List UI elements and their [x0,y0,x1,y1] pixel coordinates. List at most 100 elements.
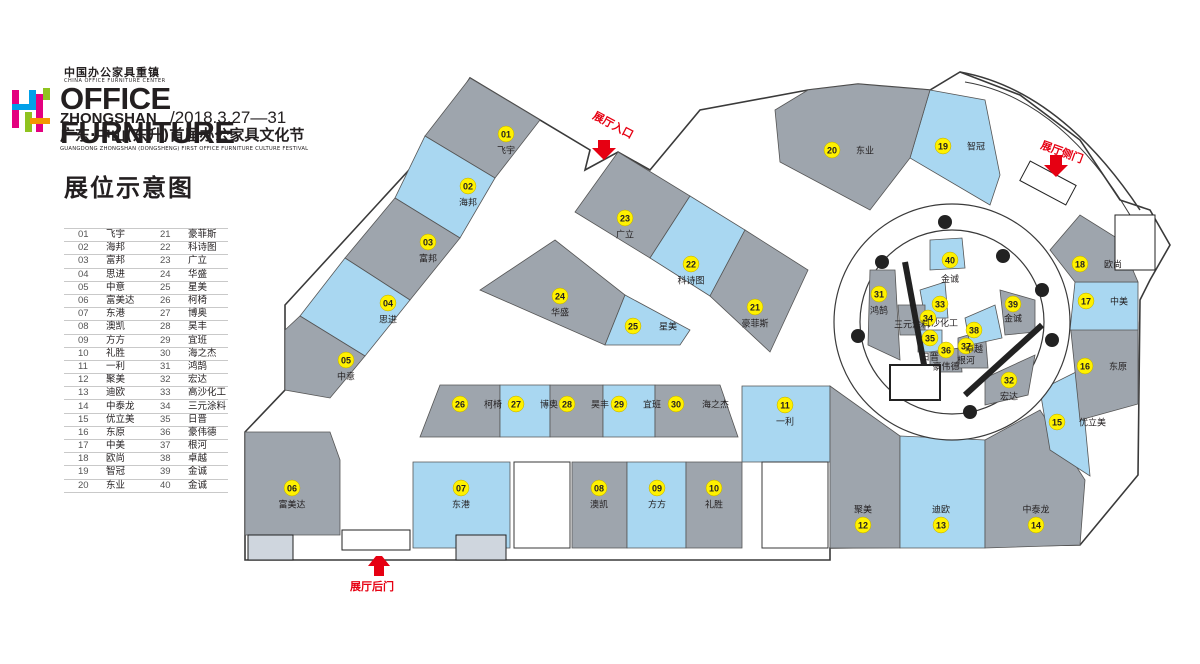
booth-badge[interactable] [919,309,937,327]
booth-05-shape [284,315,366,399]
booth-badge[interactable] [1071,255,1089,273]
booth-name: 飞宇 [497,145,515,157]
booth-number: 10 [709,484,719,494]
booth-badge[interactable] [283,479,301,497]
booth-name: 科诗图 [677,275,704,287]
booth-badge[interactable] [459,177,477,195]
booth-badge[interactable] [1027,516,1045,534]
booth-number: 19 [938,142,948,152]
booth-badge[interactable] [854,516,872,534]
booth-badge[interactable] [451,395,469,413]
booth-number: 03 [423,238,433,248]
booth-name: 中泰龙 [1022,504,1049,516]
booth-number: 12 [858,521,868,531]
legend-name: 澳凯 [106,320,146,335]
booth-20-shape [774,83,931,211]
legend-name: 欧尚 [106,452,146,467]
legend-name: 宜班 [188,334,228,348]
booth-name: 中美 [1110,296,1128,308]
booth-name: 中意 [337,371,355,383]
booth-number: 14 [1031,521,1041,531]
booth-badge[interactable] [931,295,949,313]
booth-badge[interactable] [957,337,975,355]
legend-name: 柯椅 [188,294,228,309]
page-title: OFFICE FURNITURE [60,81,235,150]
booth-badge[interactable] [616,209,634,227]
booth-badge[interactable] [965,321,983,339]
booth-badge[interactable] [379,294,397,312]
booth-badge[interactable] [624,317,642,335]
legend-number: 20 [64,479,106,493]
legend-number: 11 [64,360,106,375]
booth-badge[interactable] [746,298,764,316]
booth-name: 宜班 [643,399,661,411]
booth-badge[interactable] [452,479,470,497]
legend-name: 根河 [188,439,228,454]
central-rotunda [833,203,1071,441]
booth-badge[interactable] [705,479,723,497]
booth-number: 13 [936,521,946,531]
booth-badge[interactable] [667,395,685,413]
legend-name: 金诚 [188,465,228,480]
legend-name: 飞宇 [106,227,146,243]
booth-number: 07 [456,484,466,494]
booth-number: 17 [1081,297,1091,307]
booth-number: 33 [935,300,945,310]
main-entrance-arrow-icon [592,140,616,160]
booth-badge[interactable] [870,285,888,303]
booth-badge[interactable] [776,396,794,414]
booth-badge[interactable] [937,341,955,359]
center-en: CHINA OFFICE FURNITURE CENTER [64,78,166,84]
legend-name: 金诚 [188,479,228,493]
legend-number: 12 [64,373,106,388]
booth-badge[interactable] [648,479,666,497]
booth-number: 18 [1075,260,1085,270]
legend-number: 23 [146,254,188,269]
booth-badge[interactable] [497,125,515,143]
booth-number: 30 [671,400,681,410]
booth-number: 21 [750,303,760,313]
booth-badge[interactable] [1077,292,1095,310]
booth-badge[interactable] [921,329,939,347]
booth-badge[interactable] [610,395,628,413]
legend-number: 14 [64,399,106,414]
booth-badge[interactable] [507,395,525,413]
booth-badge[interactable] [337,351,355,369]
header: 中国办公家具重镇 CHINA OFFICE FURNITURE CENTER O… [0,0,340,202]
booth-number: 01 [501,130,511,140]
booth-badge[interactable] [419,233,437,251]
booth-badge[interactable] [1048,413,1066,431]
booth-badge[interactable] [941,251,959,269]
booth-10-shape [685,461,743,549]
booth-badge[interactable] [682,255,700,273]
booth-number: 22 [686,260,696,270]
booth-29-shape [602,384,656,438]
booth-name: 豪伟德 [932,361,959,373]
booth-badge[interactable] [1076,357,1094,375]
floor-plan-title: 展位示意图 [64,174,194,202]
booth-badge[interactable] [932,516,950,534]
booth-badge[interactable] [590,479,608,497]
booth-badge[interactable] [823,141,841,159]
booth-badge[interactable] [1000,371,1018,389]
legend-number: 39 [146,465,188,480]
legend-number: 35 [146,413,188,427]
back-entrance-label: 展厅后门 [349,579,394,593]
booth-number: 24 [555,292,565,302]
booth-badge[interactable] [934,137,952,155]
booth-name: 卓越 [965,343,983,355]
booth-badge[interactable] [558,395,576,413]
legend-name: 博奥 [188,307,228,322]
legend-number: 30 [146,347,188,361]
festival-title-en: GUANGDONG ZHONGSHAN (DONGSHENG) FIRST OF… [60,146,309,152]
legend-number: 28 [146,320,188,335]
booth-badge[interactable] [1004,295,1022,313]
booth-badge[interactable] [551,287,569,305]
booth-name: 星美 [659,321,677,333]
booth-number: 36 [941,346,951,356]
